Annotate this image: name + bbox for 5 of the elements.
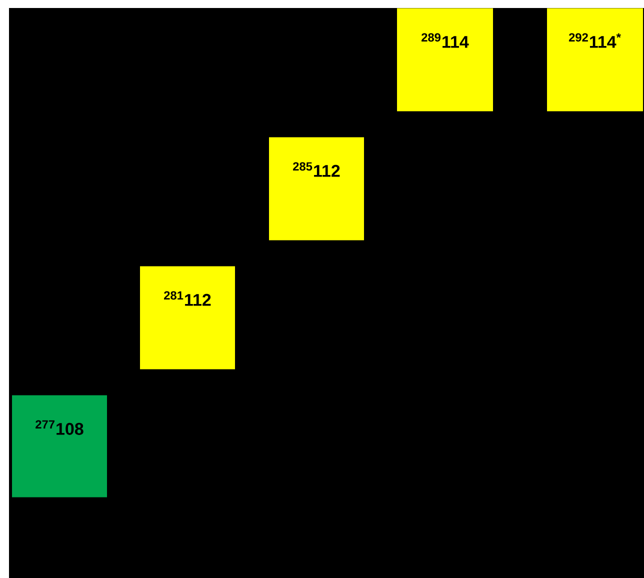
nuclide-box: $^{277}$108 <box>12 395 107 498</box>
nuclide-box: $^{281}$112 <box>140 266 235 370</box>
nuclide-box: $^{289}$114 <box>397 8 493 112</box>
nuclide-box: $^{292}$114$^{*}$ <box>547 8 643 112</box>
nuclide-box: $^{285}$112 <box>269 137 364 240</box>
